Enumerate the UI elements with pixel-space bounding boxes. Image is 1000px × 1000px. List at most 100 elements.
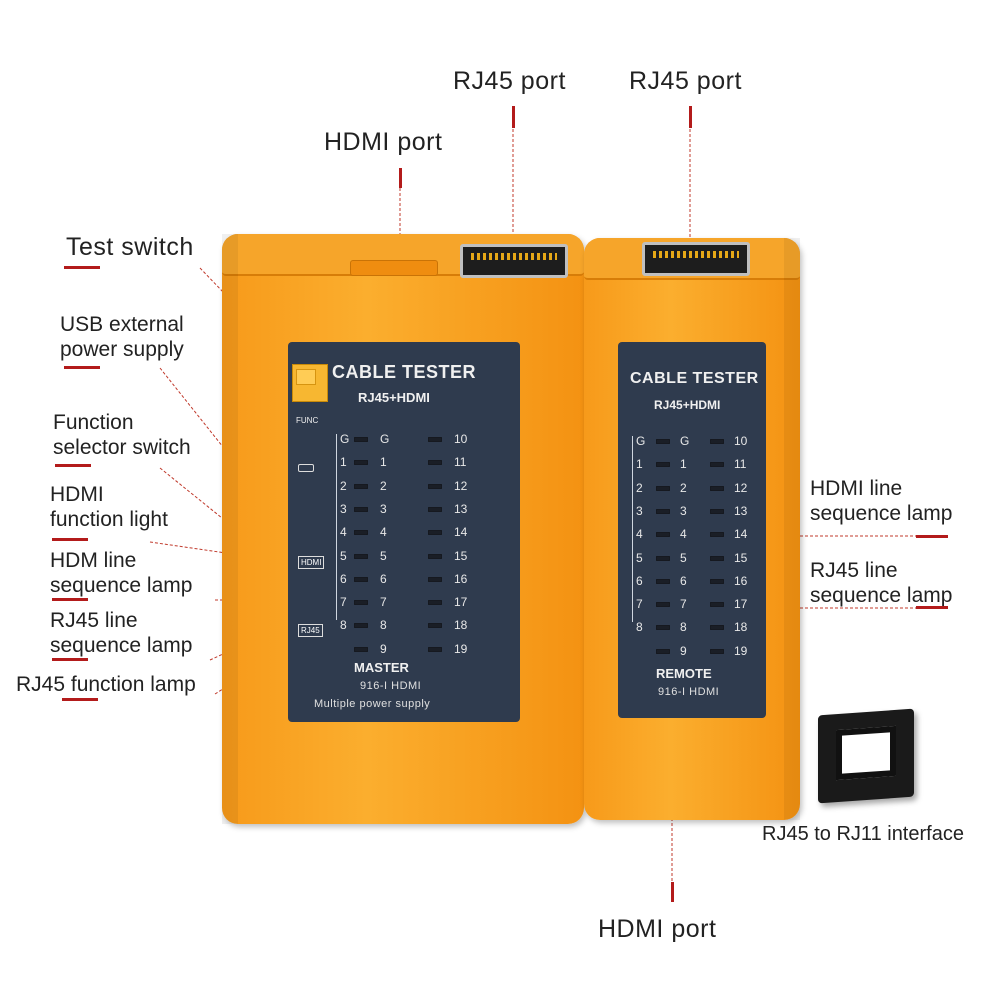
rj45-function-lamp: RJ45 — [298, 624, 323, 637]
lamp-label-left: 6 — [340, 571, 347, 586]
callout-hdmi-port-bottom: HDMI port — [598, 915, 717, 943]
indicator-lamp — [354, 646, 368, 652]
lamp-label-right: 18 — [454, 618, 468, 633]
accent-rj45-function-lamp — [62, 698, 98, 701]
indicator-lamp — [656, 602, 670, 608]
lamp-label-right: 19 — [454, 641, 468, 656]
master-power-note: Multiple power supply — [314, 698, 431, 710]
indicator-lamp — [710, 602, 724, 608]
indicator-lamp — [656, 485, 670, 491]
callout-function-selector: Function selector switch — [53, 411, 191, 459]
callout-usb-power: USB external power supply — [60, 313, 184, 361]
indicator-lamp — [428, 460, 442, 466]
lamp-label-right: 19 — [734, 643, 748, 658]
indicator-lamp — [656, 532, 670, 538]
indicator-lamp — [710, 508, 724, 514]
lamp-label-right: 16 — [734, 573, 748, 588]
indicator-lamp — [428, 483, 442, 489]
remote-name: REMOTE — [656, 666, 712, 681]
indicator-lamp — [354, 460, 368, 466]
callout-hdmi-line-sequence-lamp-right: HDMI line sequence lamp — [810, 477, 953, 525]
lamp-label-mid: 5 — [380, 548, 387, 563]
indicator-lamp — [428, 530, 442, 536]
lamp-label-right: 12 — [734, 480, 748, 495]
function-selector-button[interactable] — [292, 364, 328, 402]
callout-hdmi-function-light: HDMI function light — [50, 483, 168, 531]
lamp-label-right: 16 — [454, 571, 468, 586]
lamp-label-mid: 7 — [380, 595, 387, 610]
lamp-label-left: 4 — [340, 525, 347, 540]
lamp-label-left: 5 — [636, 550, 643, 565]
lamp-label-right: 13 — [454, 501, 468, 516]
callout-rj45-function-lamp: RJ45 function lamp — [16, 673, 196, 696]
master-panel-title: CABLE TESTER — [332, 362, 477, 382]
accent-hdmi-port-bottom — [671, 882, 674, 902]
indicator-lamp — [656, 648, 670, 654]
master-rj45-port[interactable] — [460, 244, 568, 278]
lamp-row: 3 3 13 — [340, 500, 510, 520]
indicator-lamp — [656, 625, 670, 631]
accent-hdmi-port-top — [399, 168, 402, 188]
accent-rj45-line-sequence-lamp-right — [916, 606, 948, 609]
indicator-lamp — [428, 553, 442, 559]
lamp-label-mid: 5 — [680, 550, 687, 565]
indicator-lamp — [710, 439, 724, 444]
indicator-lamp — [354, 483, 368, 489]
accent-test-switch — [64, 266, 100, 269]
func-label: FUNC — [296, 416, 319, 425]
usb-port-icon — [298, 464, 314, 472]
lamp-label-left: G — [340, 432, 350, 446]
lamp-label-right: 15 — [734, 550, 748, 565]
accent-function-selector — [55, 464, 91, 467]
lamp-label-left: G — [636, 434, 646, 448]
lamp-label-left: 3 — [340, 501, 347, 516]
master-hdmi-port[interactable] — [350, 260, 438, 276]
lamp-label-left: 7 — [636, 597, 643, 612]
indicator-lamp — [354, 506, 368, 512]
callout-rj45-line-sequence-lamp-right: RJ45 line sequence lamp — [810, 559, 953, 607]
rj45-to-rj11-adapter — [818, 708, 914, 804]
master-name: MASTER — [354, 660, 409, 675]
indicator-lamp — [710, 648, 724, 654]
accent-rj45-port-remote — [689, 106, 692, 128]
lamp-label-right: 10 — [734, 434, 748, 448]
callout-hdm-line-sequence-lamp: HDM line sequence lamp — [50, 549, 193, 597]
lamp-label-mid: 6 — [680, 573, 687, 588]
lamp-label-mid: 3 — [380, 501, 387, 516]
callout-rj45-port-master: RJ45 port — [453, 67, 566, 95]
lamp-label-mid: 8 — [680, 620, 687, 635]
lamp-label-right: 11 — [454, 455, 467, 470]
remote-panel-subtitle: RJ45+HDMI — [654, 398, 721, 412]
remote-model: 916-I HDMI — [658, 686, 720, 698]
callout-hdmi-port-top: HDMI port — [324, 128, 443, 156]
lamp-label-mid: 9 — [380, 641, 387, 656]
lamp-label-right: 17 — [454, 595, 468, 610]
lamp-label-right: 15 — [454, 548, 468, 563]
lamp-label-mid: G — [380, 432, 390, 446]
lamp-label-right: 18 — [734, 620, 748, 635]
hdmi-function-light: HDMI — [298, 556, 325, 569]
indicator-lamp — [710, 555, 724, 561]
indicator-lamp — [428, 623, 442, 629]
indicator-lamp — [710, 532, 724, 538]
lamp-label-left: 4 — [636, 527, 643, 542]
accent-usb-power — [64, 366, 100, 369]
lamp-label-right: 13 — [734, 503, 748, 518]
indicator-lamp — [354, 530, 368, 536]
remote-panel-title: CABLE TESTER — [630, 370, 759, 387]
remote-rj45-port[interactable] — [642, 242, 750, 276]
lamp-label-right: 12 — [454, 478, 468, 493]
lamp-label-mid: 4 — [680, 527, 687, 542]
lamp-label-right: 10 — [454, 432, 468, 446]
indicator-lamp — [428, 506, 442, 512]
lamp-label-left: 2 — [636, 480, 643, 495]
